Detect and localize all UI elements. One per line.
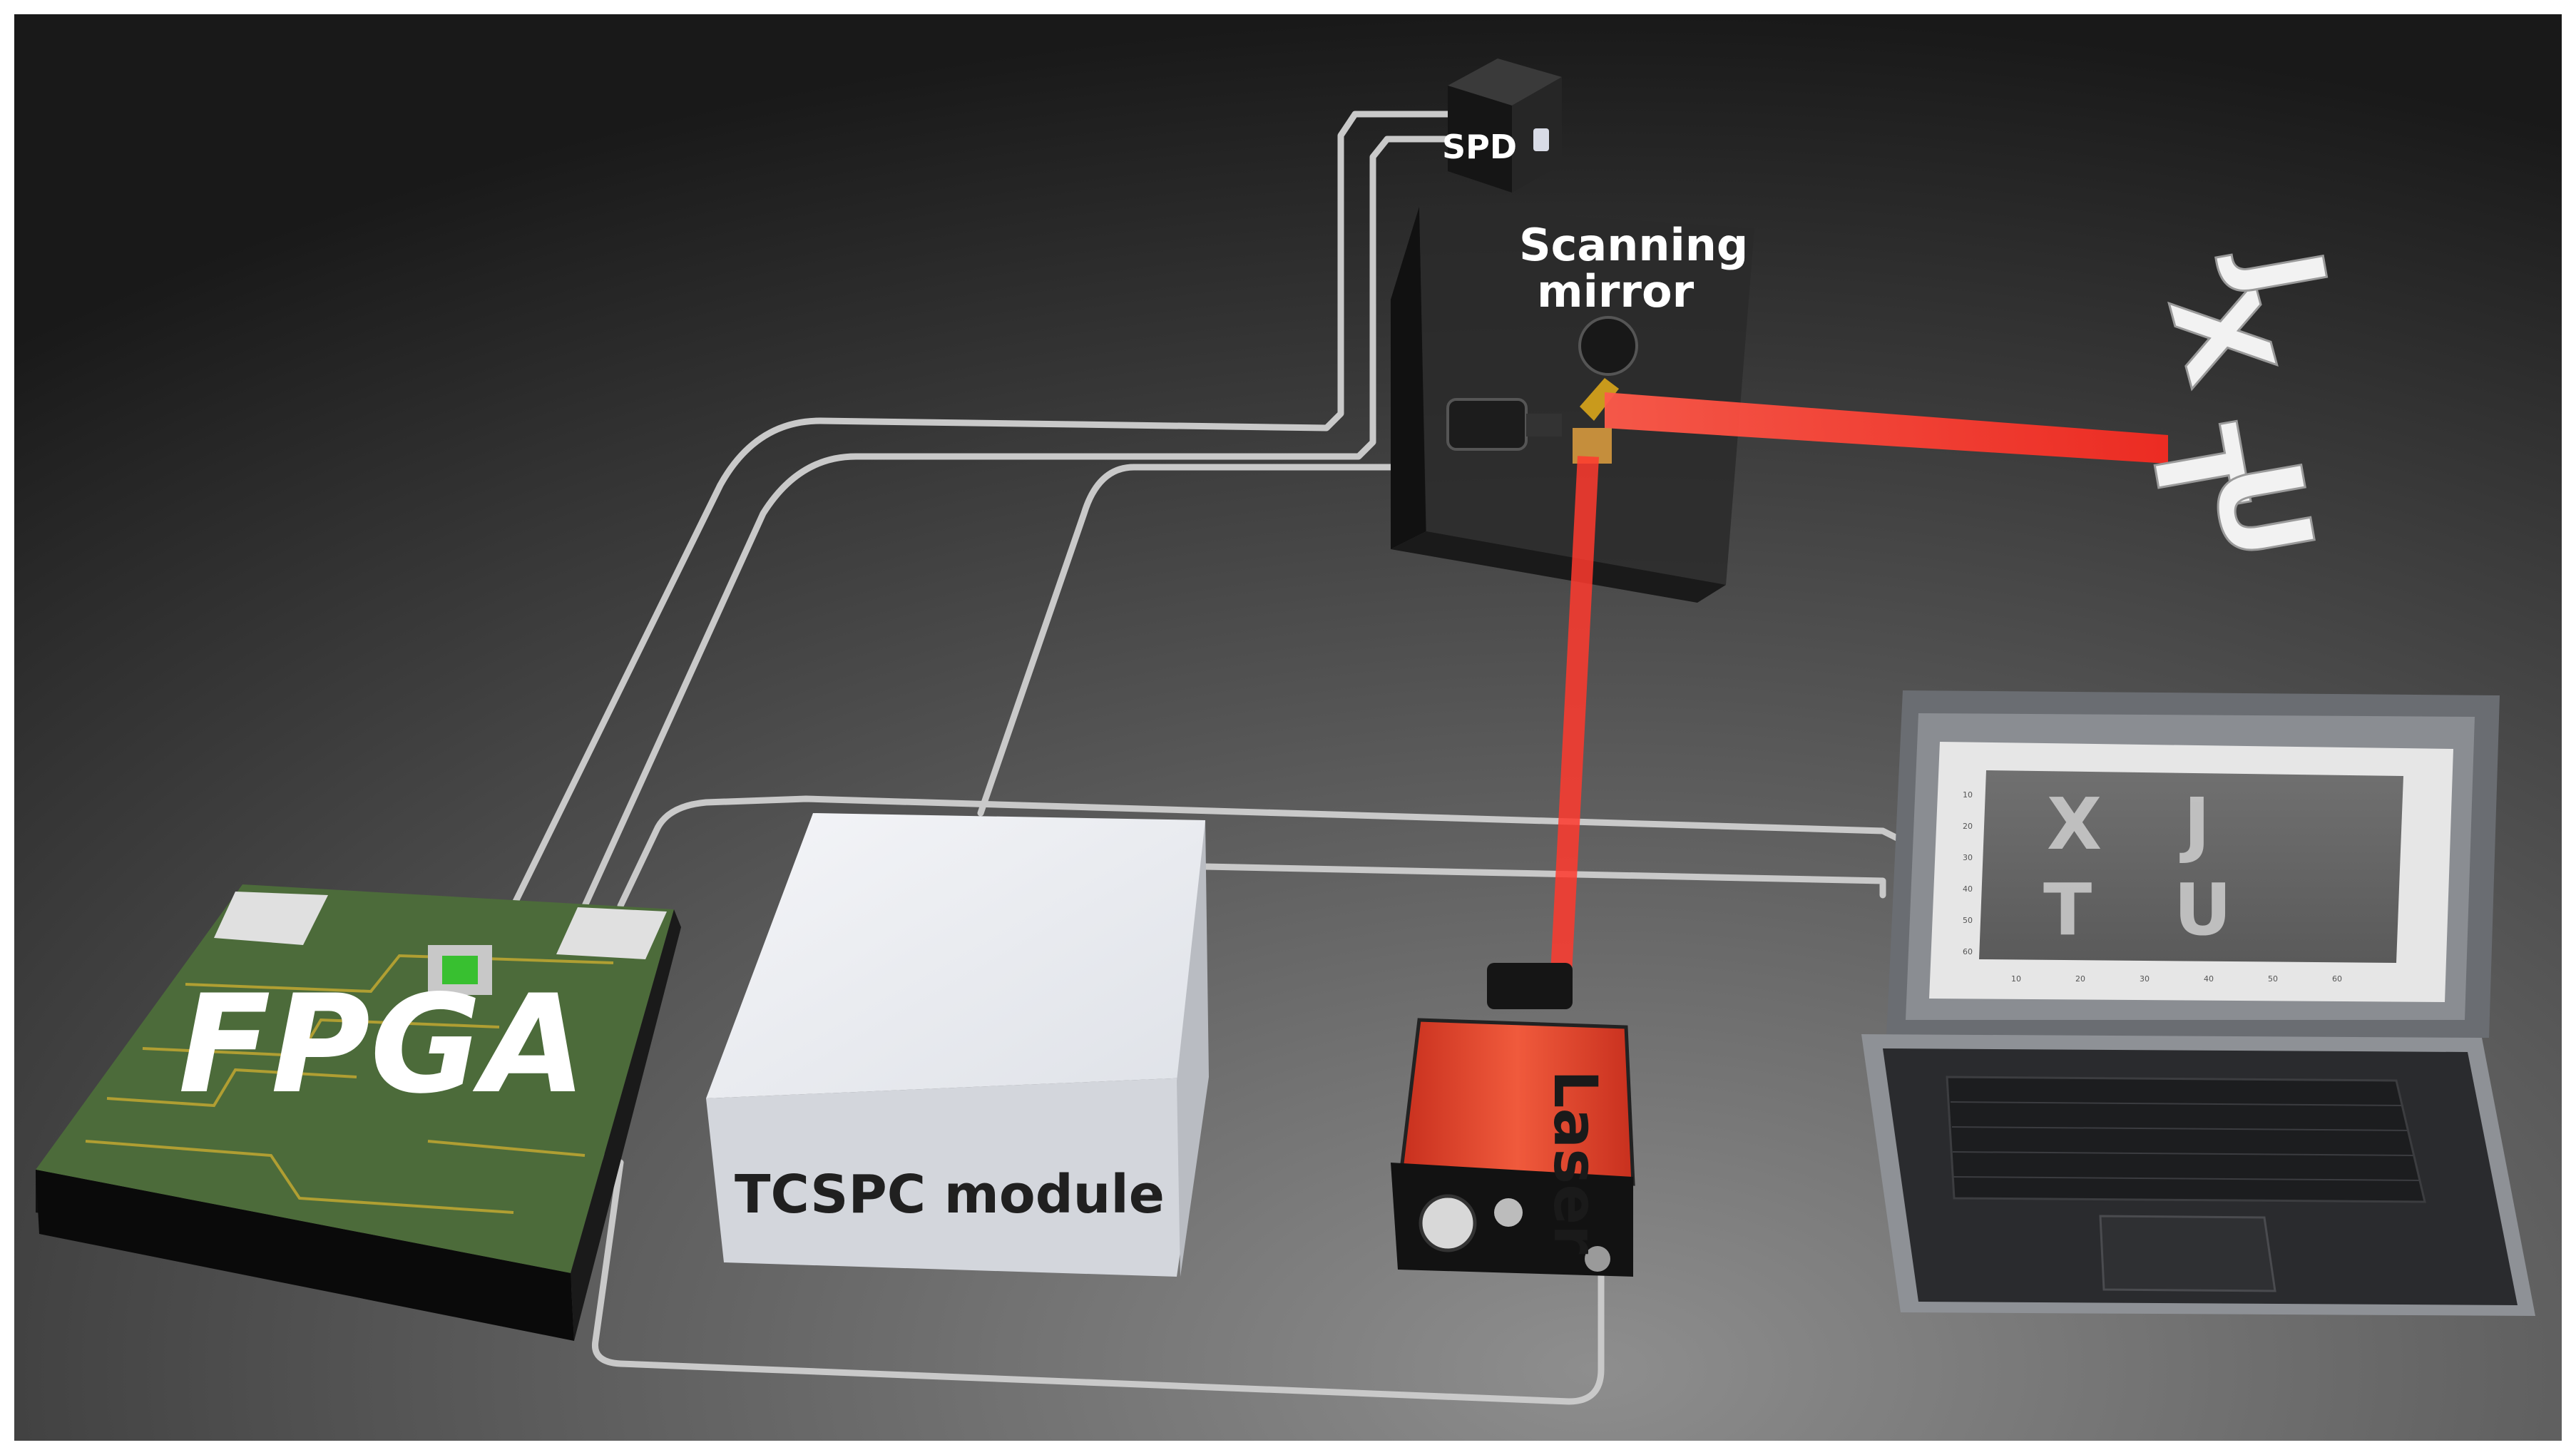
svg-text:10: 10: [2011, 974, 2021, 984]
laser-beam-horizontal: [1605, 392, 2168, 464]
cable-spd-fpga-2: [581, 136, 1458, 909]
fpga-connector-right: [556, 907, 667, 959]
svg-text:20: 20: [1963, 822, 1973, 831]
svg-text:30: 30: [2140, 974, 2150, 984]
pcb-traces: [85, 954, 614, 1214]
laser-beams: [1550, 392, 2168, 977]
laptop-keyboard: [1946, 1076, 2426, 1203]
svg-text:60: 60: [1963, 947, 1973, 956]
galvo-motor-top-icon: [1578, 316, 1638, 376]
svg-text:40: 40: [2204, 974, 2214, 984]
fpga-board: FPGA: [36, 884, 681, 1341]
laptop-touchpad: [2099, 1215, 2276, 1292]
target-letter-t: T: [2121, 417, 2274, 523]
svg-text:30: 30: [1963, 853, 1973, 862]
cable-mirror-tcspc: [977, 464, 1394, 817]
tcspc-module: TCSPC module: [706, 813, 1209, 1277]
cables: [510, 111, 1908, 1405]
screen-y-ticks: 10 20 30 40 50 60: [1963, 790, 1973, 956]
spd-detector: SPD: [1442, 58, 1562, 193]
laser-output-icon: [1487, 963, 1573, 1009]
spd-label: SPD: [1442, 128, 1517, 166]
spd-lens-icon: [1533, 128, 1549, 151]
cable-fpga-laser: [591, 1152, 1605, 1405]
laser-beam-vertical: [1550, 456, 1599, 977]
svg-text:50: 50: [2268, 974, 2278, 984]
svg-text:40: 40: [1963, 884, 1973, 894]
svg-text:10: 10: [1963, 790, 1973, 800]
fpga-label: FPGA: [178, 966, 586, 1123]
mirror-label-line2: mirror: [1537, 265, 1695, 317]
target-letter-u: U: [2184, 449, 2340, 571]
scanning-mirror-unit: Scanning mirror: [1391, 207, 1754, 603]
laser-port-icon: [1585, 1246, 1610, 1272]
svg-text:50: 50: [1963, 916, 1973, 925]
cable-tcspc-laptop: [1202, 863, 1886, 899]
cable-fpga-laptop: [617, 795, 1908, 909]
keyboard-keys: [1950, 1101, 2421, 1181]
svg-text:20: 20: [2075, 974, 2085, 984]
mirror-plate-icon: [1580, 378, 1619, 421]
screen-x-ticks: 10 20 30 40 50 60: [2011, 974, 2342, 984]
cable-spd-fpga-1: [510, 111, 1458, 909]
screen-plot-area: [1979, 770, 2403, 963]
laptop: X J T U 10 20 30 40 50 60 10 20 30 40 50…: [1861, 690, 2535, 1316]
svg-text:60: 60: [2332, 974, 2342, 984]
screen-image-row1: X J: [2047, 782, 2239, 866]
fpga-connector-left: [214, 892, 328, 945]
galvo-motor-side-icon: [1446, 398, 1528, 451]
laser-label: Laser: [1540, 1070, 1610, 1255]
tcspc-label: TCSPC module: [735, 1164, 1165, 1225]
laser-source: Laser: [1391, 963, 1635, 1277]
mirror-label-line1: Scanning: [1519, 219, 1748, 271]
laser-indicator-icon: [1494, 1198, 1523, 1227]
laser-knob-icon: [1419, 1194, 1477, 1252]
screen-image-row2: T U: [2043, 868, 2260, 951]
